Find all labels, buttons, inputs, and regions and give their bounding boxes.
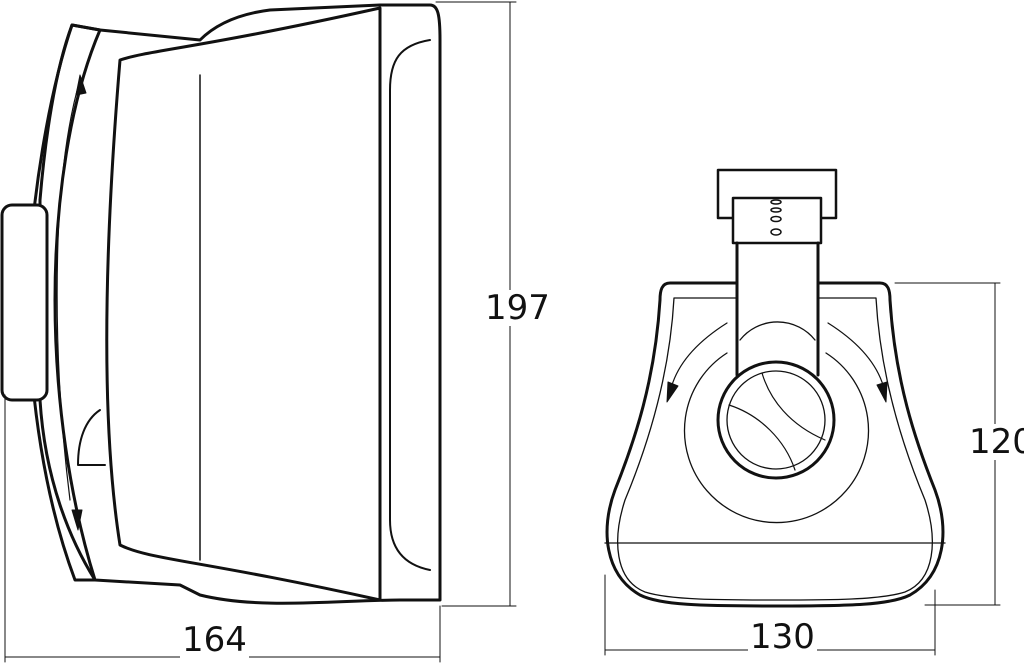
dimension-label-depth-side: 164 xyxy=(180,620,249,660)
dimension-label-height-front: 120 xyxy=(967,424,1024,460)
side-view xyxy=(0,1,517,663)
dimension-label-width-front: 130 xyxy=(748,617,817,657)
front-view xyxy=(604,168,1001,656)
dimension-label-height-side: 197 xyxy=(483,288,552,328)
